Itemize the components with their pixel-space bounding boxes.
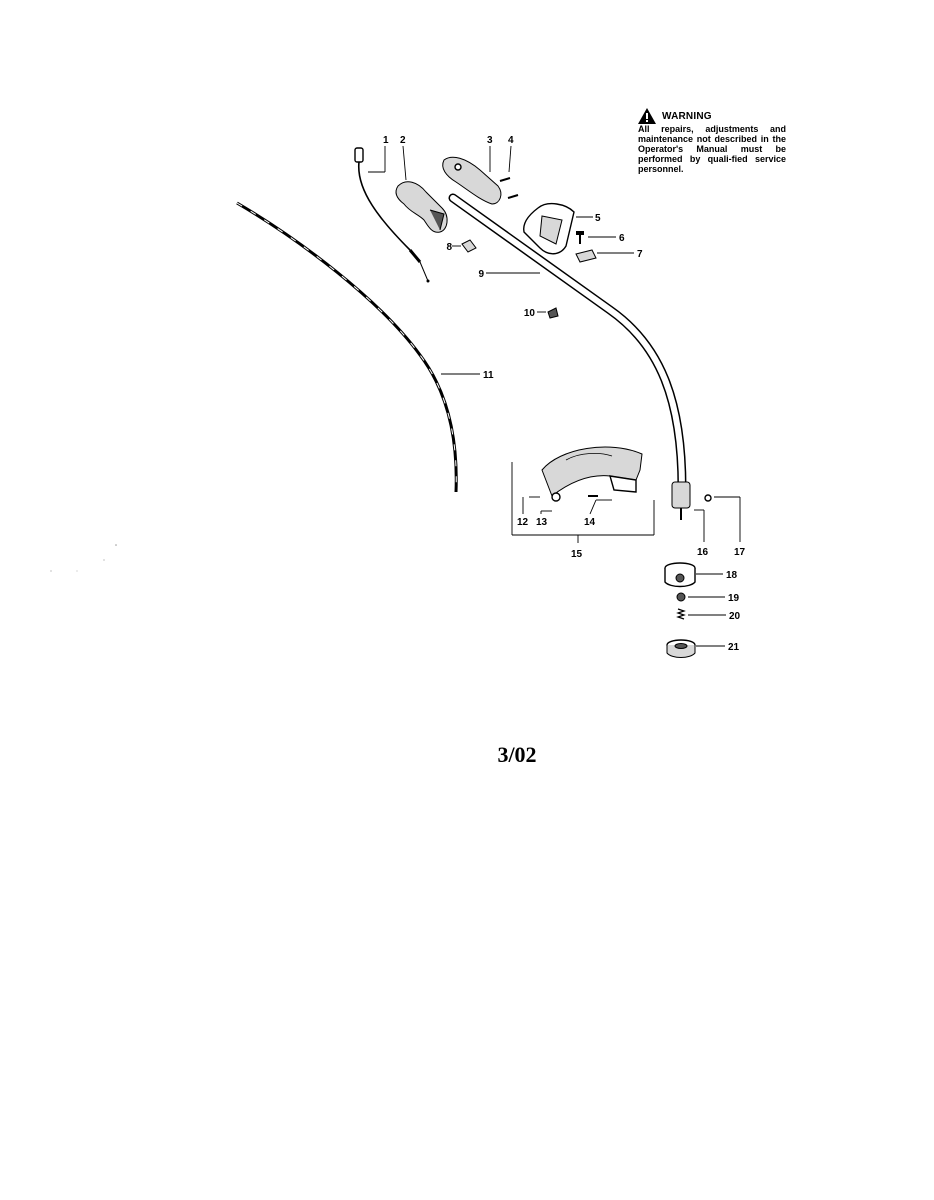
part-throttle-cable (354, 147, 430, 283)
callout-16: 16 (697, 547, 709, 558)
part-shaft-tube (448, 193, 687, 493)
part-assist-handle (523, 202, 575, 255)
part-drive-shaft (236, 201, 458, 493)
part-bolt (576, 231, 584, 244)
part-screw-17 (704, 494, 712, 502)
callout-2: 2 (400, 135, 406, 146)
callout-19: 19 (728, 593, 740, 604)
callout-8: 8 (446, 242, 452, 253)
callout-14: 14 (584, 517, 596, 528)
part-upper-housing (442, 156, 502, 205)
warning-triangle-icon (638, 108, 656, 124)
date-code-wrapper: 3/02 (0, 742, 934, 768)
part-gear-head (671, 481, 691, 520)
callout-1: 1 (383, 135, 389, 146)
part-washer (676, 592, 686, 602)
part-bump-knob (666, 639, 696, 658)
callout-20: 20 (729, 611, 741, 622)
callout-12: 12 (517, 517, 529, 528)
part-clip (461, 239, 477, 253)
warning-notice: WARNING All repairs, adjustments and mai… (638, 106, 786, 174)
callout-numbers: 1 2 3 4 5 6 7 8 9 10 11 12 13 14 15 16 1… (383, 135, 746, 653)
callout-5: 5 (595, 213, 601, 224)
part-shield (541, 446, 643, 502)
part-handle-grip (395, 181, 448, 233)
warning-header: WARNING (638, 106, 786, 126)
part-spool-cap (664, 562, 696, 588)
callout-11: 11 (483, 370, 494, 381)
leader-lines (368, 145, 741, 647)
scan-specks (50, 544, 117, 572)
warning-text: All repairs, adjustments and maintenance… (638, 124, 786, 174)
callout-21: 21 (728, 642, 740, 653)
callout-9: 9 (478, 269, 484, 280)
callout-13: 13 (536, 517, 548, 528)
part-screws (499, 177, 519, 199)
callout-17: 17 (734, 547, 746, 558)
warning-title: WARNING (662, 110, 712, 122)
callout-7: 7 (637, 249, 643, 260)
callout-3: 3 (487, 135, 493, 146)
callout-10: 10 (524, 308, 536, 319)
callout-6: 6 (619, 233, 625, 244)
part-spring (676, 608, 686, 620)
callout-15: 15 (571, 549, 583, 560)
bracket-15 (511, 462, 655, 543)
part-clamp (575, 249, 597, 263)
part-wing-nut (547, 307, 559, 319)
callout-4: 4 (508, 135, 514, 146)
date-code: 3/02 (497, 742, 537, 767)
callout-18: 18 (726, 570, 738, 581)
